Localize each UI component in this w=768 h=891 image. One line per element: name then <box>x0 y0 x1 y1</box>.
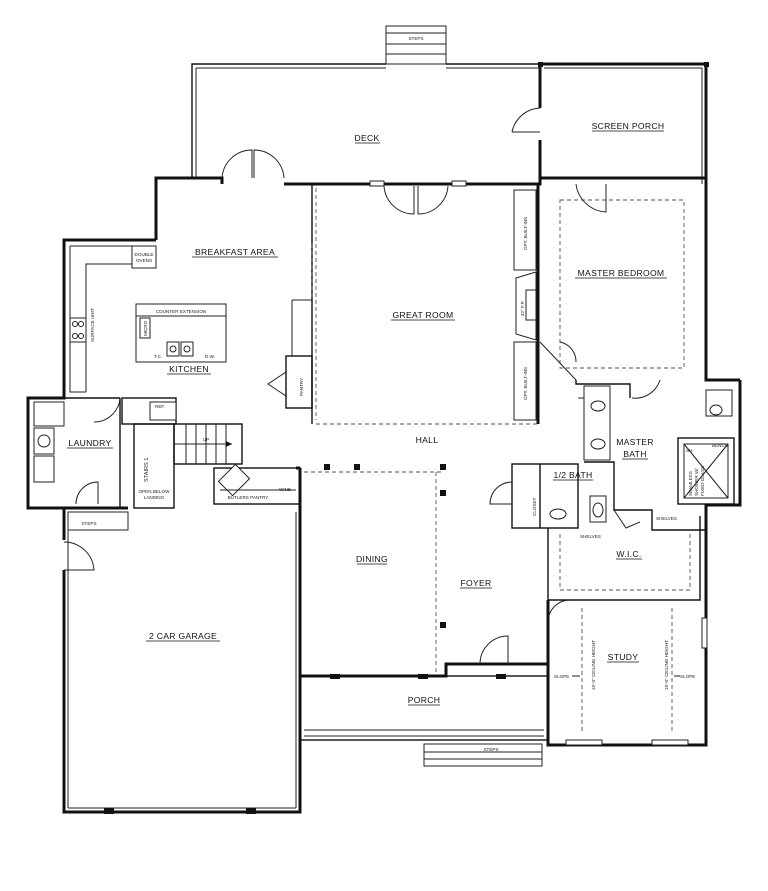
svg-text:WINE: WINE <box>279 487 291 492</box>
svg-text:STEPS: STEPS <box>81 521 96 526</box>
study: SLOPE SLOPE 15'-0" CEILING HEIGHT 15'-0"… <box>546 600 708 746</box>
master-bath-door[interactable] <box>631 379 661 399</box>
svg-text:UP: UP <box>203 437 209 442</box>
room-label-breakfast-area: BREAKFAST AREA <box>195 247 275 257</box>
stairs-label: STAIRS 1 <box>144 458 150 482</box>
room-label-master-bedroom: MASTER BEDROOM <box>578 268 665 278</box>
butlers-pantry: BUTLERS PANTRY WINE <box>213 463 301 505</box>
svg-text:SURFACE UNIT: SURFACE UNIT <box>90 308 95 342</box>
room-label-master-bath-line2: BATH <box>623 449 646 459</box>
room-label-master-bath-line1: MASTER <box>616 437 654 447</box>
room-label-laundry: LAUNDRY <box>68 438 111 448</box>
laundry-walls <box>28 396 121 508</box>
room-label-wic: W.I.C. <box>616 549 641 559</box>
steps-label-top: STEPS <box>408 36 423 41</box>
room-label-foyer: FOYER <box>460 578 491 588</box>
master-bedroom-walls <box>539 183 685 399</box>
svg-text:DOUBLE: DOUBLE <box>135 252 154 257</box>
svg-text:SLOPE: SLOPE <box>554 674 569 679</box>
garage: STEPS <box>62 511 297 814</box>
svg-text:OPT. BUILT-INS: OPT. BUILT-INS <box>523 217 528 250</box>
rear-steps: STEPS <box>385 25 447 65</box>
breakfast-french-doors[interactable] <box>221 149 285 179</box>
dining-room <box>296 464 548 678</box>
svg-text:42" F.P.: 42" F.P. <box>520 301 525 316</box>
great-room-walls <box>311 180 540 425</box>
svg-text:BENCH: BENCH <box>712 443 728 448</box>
room-label-hall: HALL <box>416 435 439 445</box>
deck-outline <box>191 63 540 178</box>
laundry-door[interactable] <box>93 397 121 423</box>
svg-text:D.W.: D.W. <box>205 354 215 359</box>
walk-in-closet: SHELVES SHELVES <box>547 516 701 601</box>
svg-text:SHELVES: SHELVES <box>580 534 601 539</box>
room-label-garage: 2 CAR GARAGE <box>149 631 217 641</box>
svg-text:PANTRY: PANTRY <box>299 378 304 396</box>
room-label-dining: DINING <box>356 554 388 564</box>
screen-porch-door[interactable] <box>511 107 541 133</box>
room-label-deck: DECK <box>354 133 379 143</box>
svg-text:STEPS: STEPS <box>483 747 498 752</box>
svg-text:SH.: SH. <box>686 448 694 453</box>
pantry: PANTRY <box>267 355 313 409</box>
svg-text:SHOWER W/: SHOWER W/ <box>694 468 699 496</box>
kitchen-island: COUNTER EXTENSION MICRO T.C. D.W. <box>135 303 227 363</box>
svg-text:CLOSET: CLOSET <box>532 497 537 516</box>
bedroom-porch-door[interactable] <box>575 183 607 213</box>
svg-text:SLOPE: SLOPE <box>680 674 695 679</box>
room-label-study: STUDY <box>608 652 639 662</box>
master-bath <box>578 385 733 531</box>
svg-text:OPT. BUILT-INS: OPT. BUILT-INS <box>523 367 528 400</box>
front-porch <box>299 674 549 741</box>
svg-text:MICRO: MICRO <box>143 320 148 336</box>
garage-entry-door[interactable] <box>75 481 99 505</box>
room-label-great-room: GREAT ROOM <box>393 310 454 320</box>
built-ins-lower: OPT. BUILT-INS <box>513 341 537 421</box>
svg-text:15'-0" CEILING HEIGHT: 15'-0" CEILING HEIGHT <box>664 640 669 690</box>
great-room-french-doors[interactable] <box>383 185 449 215</box>
svg-text:COUNTER EXTENSION: COUNTER EXTENSION <box>156 309 207 314</box>
svg-text:BUTLERS PANTRY: BUTLERS PANTRY <box>228 495 269 500</box>
svg-text:SHELVES: SHELVES <box>656 516 677 521</box>
room-label-kitchen: KITCHEN <box>169 364 209 374</box>
fireplace: 42" F.P. <box>515 271 537 341</box>
front-steps: STEPS <box>423 743 543 767</box>
svg-text:T.C.: T.C. <box>154 354 162 359</box>
kitchen-counters: DOUBLE OVENS SURFACE UNIT <box>69 245 157 393</box>
shower: BENCH SH. SEAMLESS SHOWER W/ FIXED GLASS <box>677 437 735 505</box>
stairs: UP REF. STAIRS 1 OPEN BELOW LANDING <box>121 397 243 509</box>
svg-text:OVENS: OVENS <box>136 258 152 263</box>
front-entry-door[interactable] <box>479 599 571 665</box>
room-label-screen-porch: SCREEN PORCH <box>592 121 665 131</box>
half-bath: CLOSET <box>489 463 607 529</box>
svg-text:OPEN BELOW: OPEN BELOW <box>139 489 171 494</box>
svg-text:LANDING: LANDING <box>144 495 165 500</box>
closet-door[interactable] <box>489 481 513 505</box>
room-label-half-bath: 1/2 BATH <box>553 470 592 480</box>
svg-text:REF.: REF. <box>155 404 165 409</box>
svg-text:FIXED GLASS: FIXED GLASS <box>700 466 705 496</box>
svg-text:15'-0" CEILING HEIGHT: 15'-0" CEILING HEIGHT <box>591 640 596 690</box>
garage-side-door[interactable] <box>63 541 95 571</box>
built-ins-upper: OPT. BUILT-INS <box>513 189 537 271</box>
room-label-porch: PORCH <box>408 695 441 705</box>
svg-text:SEAMLESS: SEAMLESS <box>688 471 693 496</box>
room-labels: DECK SCREEN PORCH BREAKFAST AREA GREAT R… <box>67 121 667 706</box>
